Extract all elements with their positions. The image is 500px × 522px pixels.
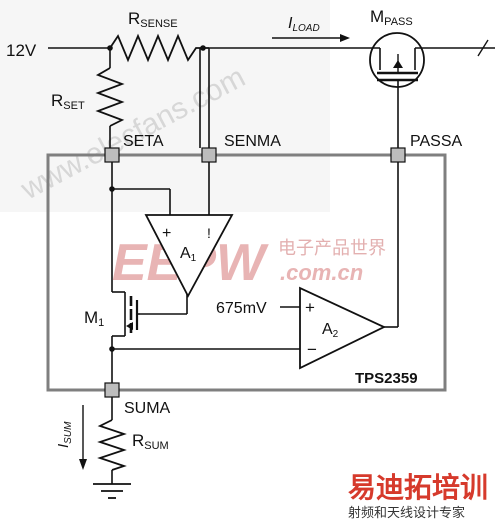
iload-label: ILOAD [288,15,320,34]
m1-transistor [124,292,140,336]
a2-minus-sign: − [307,340,317,359]
mpass-transistor [360,32,445,88]
ground-symbol [93,483,131,499]
a1-minus-sign: ! [207,225,211,241]
pin-senma-label: SENMA [224,133,281,150]
supply-label: 12V [6,41,37,60]
a1-label: A1 [180,245,197,264]
svg-text:ISUM: ISUM [55,421,74,448]
pin-passa-square [390,147,406,163]
watermark-eepw: EEPW 电子产品世界 .com.cn [112,234,386,292]
rsense-resistor [109,33,200,63]
watermark-footer: 易迪拓培训 射频和天线设计专家 [348,471,488,521]
rset-label: RSET [51,91,85,112]
pin-seta-label: SETA [123,133,164,150]
background-shade [0,0,330,212]
ref-voltage-label: 675mV [216,300,267,317]
a2-label: A2 [322,321,339,340]
rsum-label: RSUM [132,431,169,452]
ic-pins [104,147,406,398]
iload-arrow [272,34,350,42]
watermark-footer-cn: 易迪拓培训 [348,471,488,504]
watermark-footer-sub: 射频和天线设计专家 [348,505,465,521]
ic-package-box [46,153,447,392]
isum-label: ISUM [55,421,74,448]
wires [48,47,495,484]
pin-passa-label: PASSA [410,133,463,150]
chip-name-label: TPS2359 [355,370,418,387]
amplifier-a2 [299,286,387,370]
a1-plus-sign: + [162,225,171,242]
load-break-mark [477,39,489,57]
mpass-label: MPASS [370,7,413,28]
pin-suma-square [104,382,120,398]
watermark-eepw-cn: 电子产品世界 [278,238,386,259]
a2-plus-sign: + [305,298,315,317]
rsum-resistor [97,419,127,471]
pin-suma-label: SUMA [124,400,171,417]
amplifier-a1 [144,214,234,298]
pin-senma-square [201,147,217,163]
m1-label: M1 [84,308,104,329]
rset-resistor [95,67,125,127]
rsense-label: RSENSE [128,9,178,30]
pin-seta-square [104,147,120,163]
watermark-eepw-domain: .com.cn [280,260,363,285]
isum-arrow [79,405,87,470]
